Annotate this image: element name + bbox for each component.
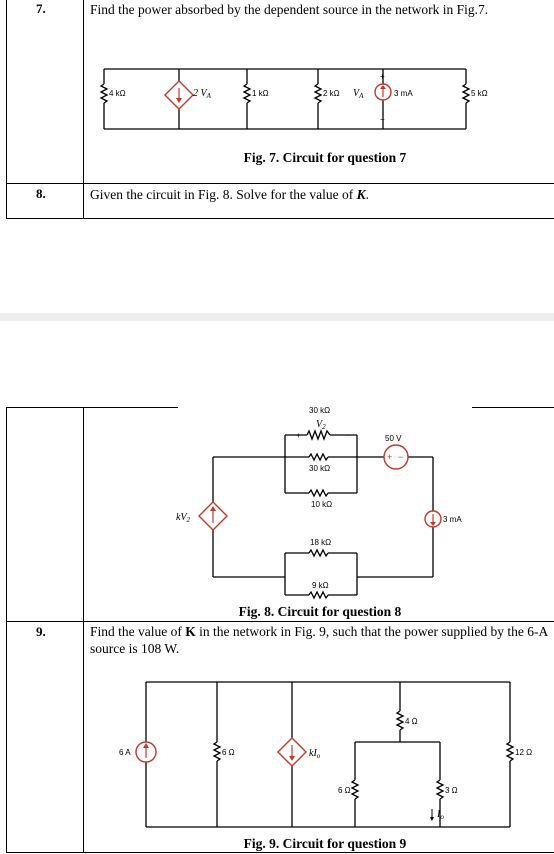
- label-30k-mid: 30 kΩ: [309, 464, 330, 473]
- label-6a: 6 A: [119, 748, 131, 757]
- current-source-3ma: [424, 510, 442, 528]
- label-3ma: 3 mA: [394, 89, 413, 98]
- table-column-divider: [83, 0, 84, 218]
- table-top-right: [472, 407, 554, 408]
- question-8-text: Given the circuit in Fig. 8. Solve for t…: [90, 186, 369, 203]
- question-9-text-start: Find the value of: [90, 624, 186, 639]
- dependent-source-diamond: [277, 737, 307, 767]
- label-3ma: 3 mA: [443, 515, 462, 524]
- question-8-text-start: Given the circuit in Fig. 8. Solve for t…: [90, 187, 357, 202]
- figure-8-circuit: + − 30 kΩ + V2 − 30 kΩ 10 kΩ 50 V kV2 3 …: [176, 406, 462, 600]
- page-break: [0, 313, 554, 321]
- label-9k: 9 kΩ: [312, 581, 329, 590]
- question-9-number: 9.: [36, 624, 46, 639]
- label-10k: 10 kΩ: [311, 500, 332, 509]
- label-12ohm: 12 Ω: [515, 748, 532, 757]
- question-8-number: 8.: [36, 186, 46, 201]
- table-left-border: [6, 0, 7, 218]
- current-source-3ma: [374, 83, 392, 101]
- label-2k: 2 kΩ: [323, 89, 340, 98]
- label-3ohm: 3 Ω: [445, 786, 458, 795]
- page-2: + − 30 kΩ + V2 − 30 kΩ 10 kΩ 50 V kV2 3 …: [0, 321, 554, 854]
- dependent-source-diamond: [198, 501, 228, 531]
- dependent-source-diamond: [164, 80, 194, 110]
- row-divider: [6, 621, 554, 622]
- table-column-divider: [83, 407, 84, 852]
- label-30k-top: 30 kΩ: [309, 406, 330, 415]
- label-4ohm: 4 Ω: [405, 717, 418, 726]
- figure-9-caption: Fig. 9. Circuit for question 9: [243, 836, 407, 851]
- table-top-left: [6, 407, 178, 408]
- question-9-text: Find the value of K in the network in Fi…: [90, 623, 554, 657]
- label-v2: V2: [316, 419, 326, 431]
- figure-7-caption: Fig. 7. Circuit for question 7: [243, 150, 407, 165]
- row-divider: [6, 183, 554, 184]
- figure-8-caption: Fig. 8. Circuit for question 8: [238, 604, 402, 619]
- svg-text:+: +: [387, 452, 392, 462]
- label-2va: 2 VA: [193, 88, 212, 100]
- question-7-text: Find the power absorbed by the dependent…: [90, 2, 489, 17]
- question-9-variable: K: [185, 624, 196, 639]
- label-kv2: kV2: [176, 512, 191, 524]
- current-arrow-io: [430, 809, 434, 821]
- label-50v: 50 V: [385, 434, 402, 443]
- label-plus: +: [380, 72, 385, 81]
- question-9-text-end: in the network in Fig. 9, such that the …: [90, 624, 548, 656]
- label-va: VA: [353, 88, 364, 100]
- current-source-6a: [135, 741, 157, 763]
- figure-9-circuit: 6 A 6 Ω kIo 4 Ω 6 Ω 3 Ω Io 12 Ω: [119, 681, 532, 828]
- label-18k: 18 kΩ: [310, 538, 331, 547]
- figure-7-circuit: 4 kΩ 2 VA 1 kΩ 2 kΩ VA + − 3 mA 5 kΩ: [99, 68, 488, 130]
- label-1k: 1 kΩ: [252, 89, 269, 98]
- label-minus: −: [345, 431, 350, 440]
- table-bottom-border: [6, 218, 554, 219]
- label-5k: 5 kΩ: [471, 89, 488, 98]
- question-8-text-end: .: [365, 187, 369, 202]
- voltage-source-50v: + −: [383, 444, 409, 470]
- label-io: Io: [436, 809, 444, 821]
- label-6ohm-2: 6 Ω: [338, 786, 351, 795]
- svg-text:−: −: [398, 452, 403, 462]
- label-6ohm: 6 Ω: [222, 748, 235, 757]
- question-7-number: 7.: [36, 1, 46, 16]
- label-4k: 4 kΩ: [109, 89, 126, 98]
- table-left-border: [6, 407, 7, 852]
- page-1: 7. Find the power absorbed by the depend…: [0, 0, 554, 313]
- question-8-variable: K: [356, 187, 366, 202]
- label-plus: +: [296, 431, 301, 440]
- table-bottom-border: [6, 852, 554, 853]
- label-kio: kIo: [309, 748, 321, 760]
- label-minus: −: [380, 115, 385, 124]
